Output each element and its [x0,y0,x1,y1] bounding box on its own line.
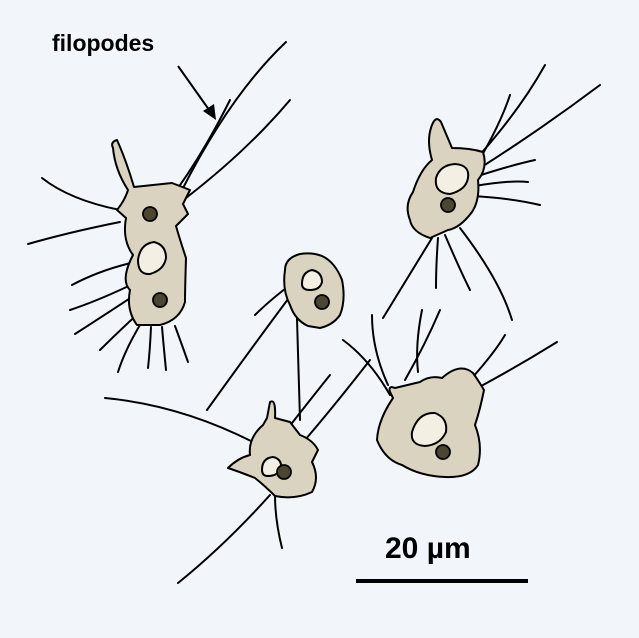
filopode [417,310,422,372]
nucleus [143,207,157,221]
filopode [105,398,253,442]
filopode [181,42,286,192]
filopode [186,100,290,198]
filopode [178,495,270,583]
filopode [275,495,282,548]
filopode [475,182,528,187]
filopode [118,325,140,372]
filopode [445,235,470,290]
filopode [436,238,438,288]
nucleus [315,295,329,309]
filopode [472,335,505,378]
annotation-arrow [178,66,216,120]
filopode [162,327,166,370]
filopode [460,228,512,320]
filopode [28,222,120,244]
cell-body [112,140,190,325]
cell-body [228,401,318,497]
nucleus [153,293,167,307]
filopode [478,160,535,176]
filopode [372,315,388,385]
filopode [175,326,188,362]
scale-bar-label: 20 µm [385,532,471,566]
cell-body [284,253,343,328]
filopode [42,178,120,210]
filopode [305,360,370,440]
filopode [148,327,151,368]
filopode [178,100,230,188]
nucleus [436,445,450,459]
nucleus [441,198,455,212]
vacuole [302,270,322,290]
filopode [472,196,540,205]
filopode [207,283,300,410]
filopode [75,295,135,334]
filopode [405,310,440,380]
filopode [383,238,432,318]
annotation-label: filopodes [52,30,154,57]
nucleus [277,465,291,479]
filopode [483,342,557,385]
